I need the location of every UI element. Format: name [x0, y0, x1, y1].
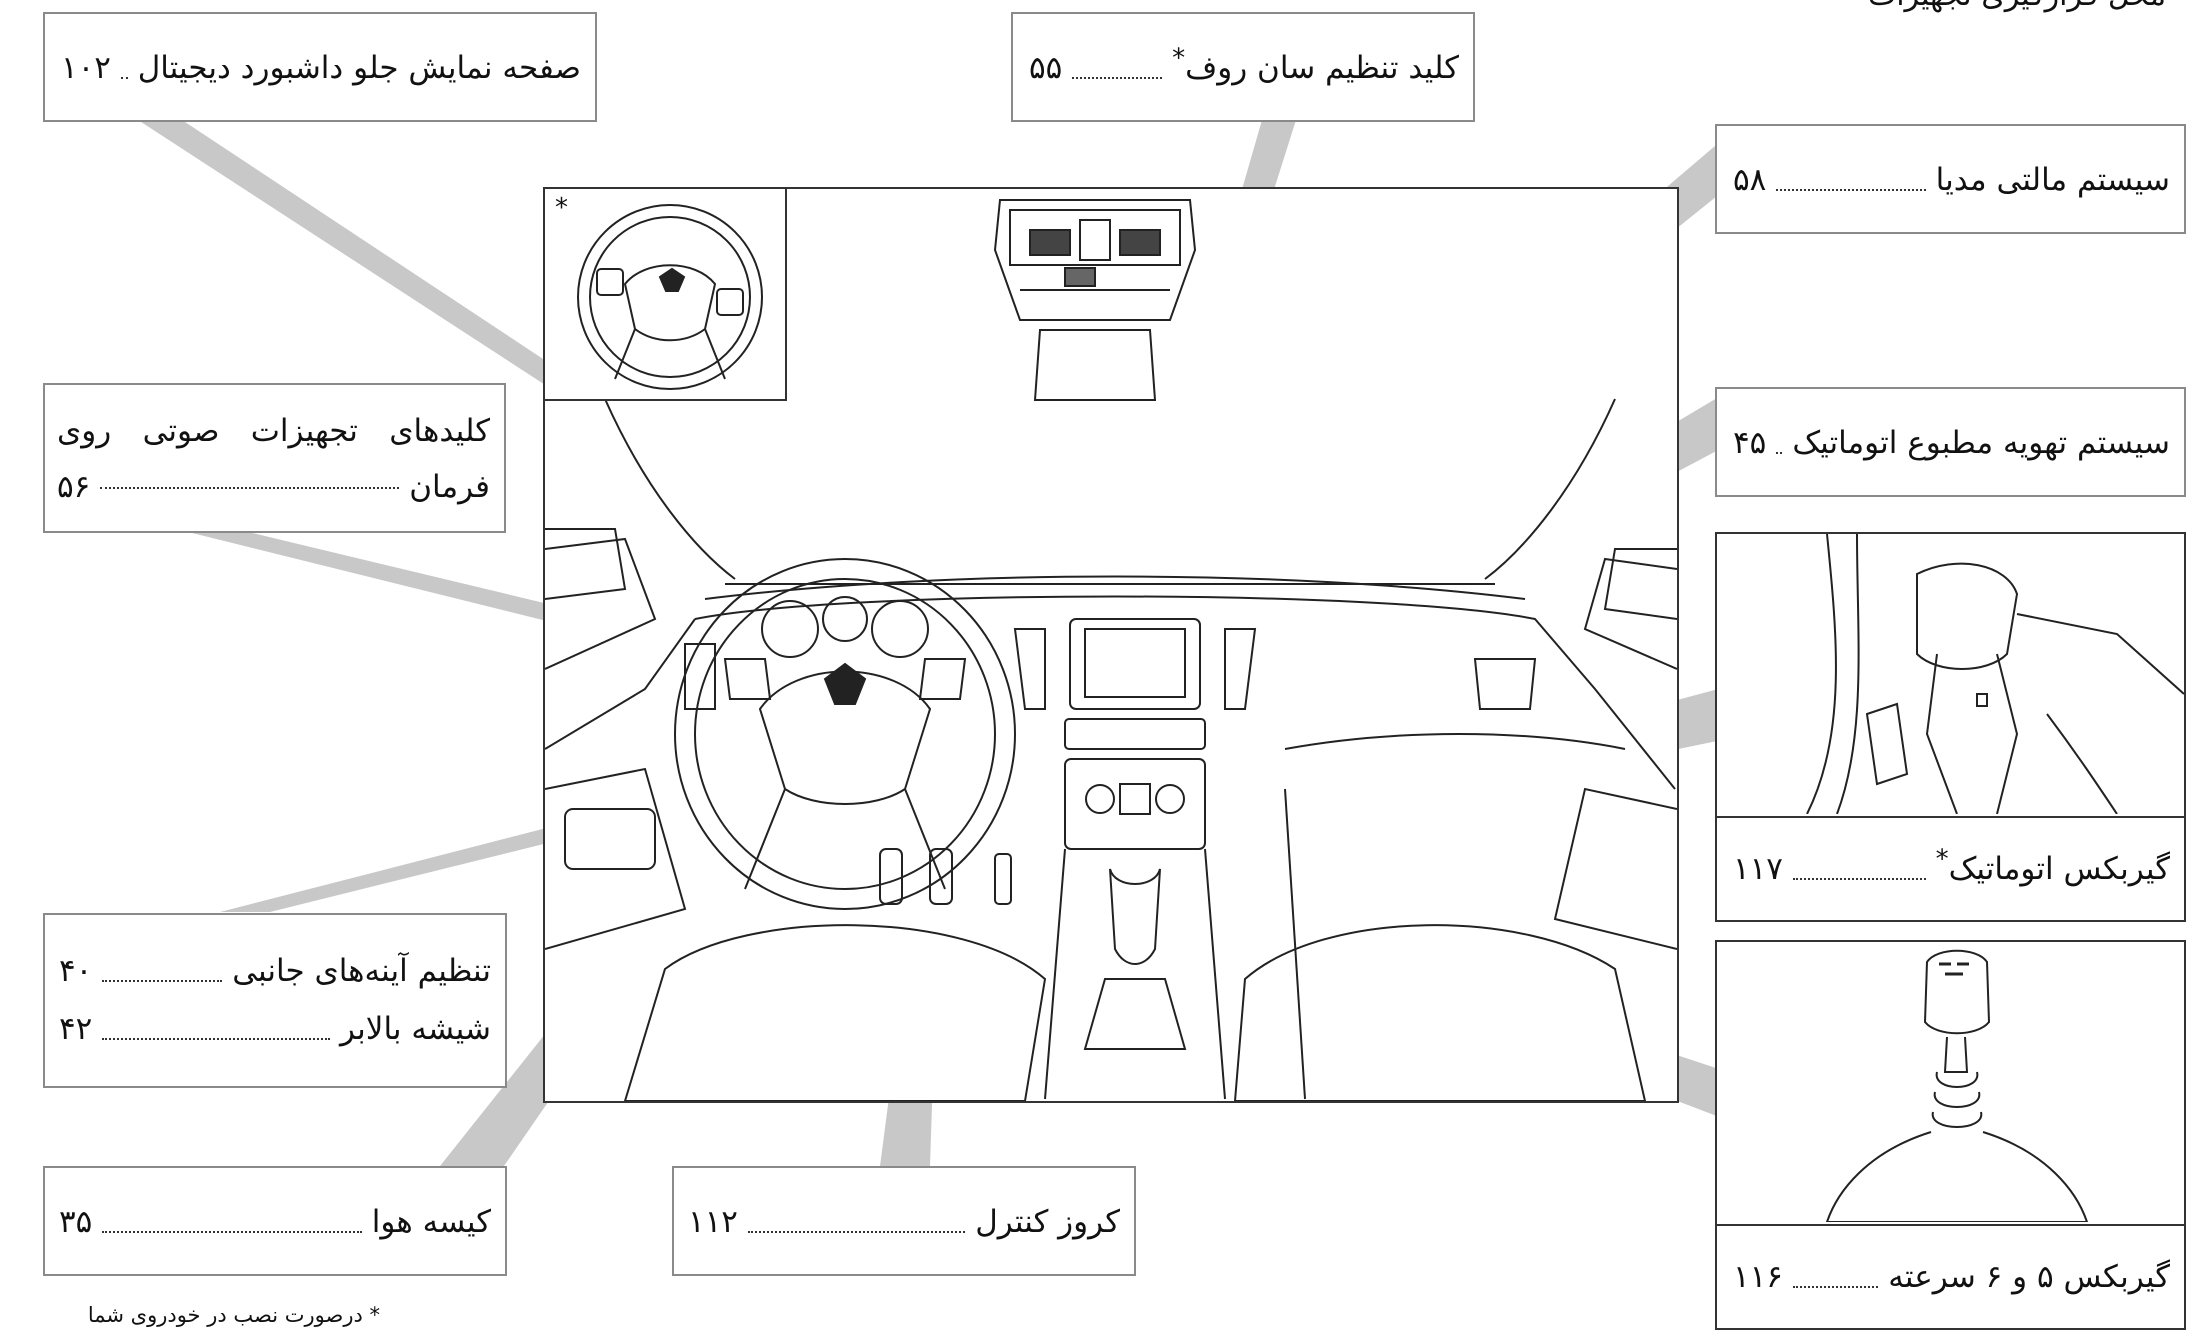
sunroof-label: کلید تنظیم سان روف	[1185, 50, 1459, 86]
dashboard-illustration: *	[543, 187, 1679, 1103]
steering-audio-word-4: روی	[57, 413, 112, 449]
footnote: * درصورت نصب در خودروی شما	[87, 1303, 380, 1327]
auto-gearbox-page: ۱۱۷	[1733, 851, 1783, 887]
steering-audio-word-1: کلیدهای	[389, 413, 490, 449]
entry-mirrors: تنظیم آینه‌های جانبی ۴۰	[59, 951, 491, 991]
multimedia-page: ۵۸	[1733, 162, 1767, 198]
steering-audio-line1: کلیدهای تجهیزات صوتی روی	[57, 403, 490, 459]
climate-label: سیستم تهویه مطبوع اتوماتیک	[1792, 425, 2170, 461]
entry-sunroof: کلید تنظیم سان روف* ۵۵	[1029, 46, 1459, 88]
entry-steering-audio: کلیدهای تجهیزات صوتی روی فرمان ۵۶	[57, 403, 490, 515]
cruise-label: کروز کنترل	[975, 1204, 1120, 1240]
auto-gearbox-star: *	[1935, 844, 1949, 875]
steering-audio-page: ۵۶	[57, 469, 91, 505]
windows-page: ۴۲	[59, 1011, 93, 1047]
mirrors-label: تنظیم آینه‌های جانبی	[232, 953, 491, 989]
multimedia-label: سیستم مالتی مدیا	[1935, 162, 2170, 198]
sunroof-star: *	[1172, 43, 1186, 74]
page-title: محل قرارگیری تجهیزات	[1868, 0, 2166, 13]
callout-multimedia: سیستم مالتی مدیا ۵۸	[1715, 124, 2186, 234]
callout-steering-audio: کلیدهای تجهیزات صوتی روی فرمان ۵۶	[43, 383, 506, 533]
sunroof-page: ۵۵	[1029, 50, 1063, 86]
auto-gearbox-label: گیربکس اتوماتیک	[1948, 851, 2170, 887]
callout-manual-gearbox: گیربکس ۵ و ۶ سرعته ۱۱۶	[1715, 940, 2186, 1330]
airbag-page: ۳۵	[59, 1204, 93, 1240]
auto-gearbox-illustration	[1717, 533, 2185, 818]
steering-audio-word-3: صوتی	[142, 413, 220, 449]
entry-airbag: کیسه هوا ۳۵	[59, 1202, 491, 1242]
leader-dots	[120, 77, 128, 79]
steering-inset: *	[545, 189, 787, 401]
leader-dots	[1792, 878, 1926, 880]
callout-mirrors-windows: تنظیم آینه‌های جانبی ۴۰ شیشه بالابر ۴۲	[43, 913, 507, 1088]
callout-auto-gearbox: گیربکس اتوماتیک* ۱۱۷	[1715, 532, 2186, 922]
leader-dots	[1072, 77, 1163, 79]
leader-dots	[747, 1231, 966, 1233]
leader-dots	[1776, 189, 1926, 191]
steering-audio-label-2: فرمان	[409, 469, 490, 505]
leader-dots	[100, 487, 400, 489]
callout-climate: سیستم تهویه مطبوع اتوماتیک ۴۵	[1715, 387, 2186, 497]
entry-climate: سیستم تهویه مطبوع اتوماتیک ۴۵	[1733, 423, 2170, 463]
entry-auto-gearbox: گیربکس اتوماتیک* ۱۱۷	[1733, 847, 2170, 889]
digital-cluster-label: صفحه نمایش جلو داشبورد دیجیتال	[137, 50, 581, 86]
climate-page: ۴۵	[1733, 425, 1767, 461]
sunroof-switch-illustration	[990, 190, 1200, 415]
dashboard-drawing	[544, 398, 1678, 1102]
callout-digital-cluster: صفحه نمایش جلو داشبورد دیجیتال ۱۰۲	[43, 12, 597, 122]
steering-audio-line2: فرمان ۵۶	[57, 459, 490, 515]
callout-airbag: کیسه هوا ۳۵	[43, 1166, 507, 1276]
digital-cluster-page: ۱۰۲	[61, 50, 111, 86]
airbag-label: کیسه هوا	[371, 1204, 491, 1240]
pointer-mirrors	[220, 806, 640, 912]
leader-dots	[1776, 452, 1783, 454]
cruise-page: ۱۱۲	[688, 1204, 738, 1240]
leader-dots	[102, 980, 223, 982]
steering-inset-drawing	[577, 204, 763, 390]
manual-gearbox-page: ۱۱۶	[1733, 1259, 1783, 1295]
entry-manual-gearbox: گیربکس ۵ و ۶ سرعته ۱۱۶	[1733, 1257, 2170, 1297]
manual-gearbox-label: گیربکس ۵ و ۶ سرعته	[1888, 1259, 2170, 1295]
inset-star: *	[555, 193, 568, 223]
windows-label: شیشه بالابر	[340, 1011, 491, 1047]
entry-multimedia: سیستم مالتی مدیا ۵۸	[1733, 160, 2170, 200]
entry-windows: شیشه بالابر ۴۲	[59, 1009, 491, 1049]
leader-dots	[102, 1038, 331, 1040]
callout-sunroof-switch: کلید تنظیم سان روف* ۵۵	[1011, 12, 1475, 122]
entry-digital-cluster: صفحه نمایش جلو داشبورد دیجیتال ۱۰۲	[61, 48, 581, 88]
steering-audio-word-2: تجهیزات	[250, 413, 358, 449]
mirrors-page: ۴۰	[59, 953, 93, 989]
leader-dots	[102, 1231, 362, 1233]
entry-cruise: کروز کنترل ۱۱۲	[688, 1202, 1120, 1242]
manual-gearbox-illustration	[1717, 942, 2184, 1226]
leader-dots	[1792, 1286, 1879, 1288]
callout-cruise-control: کروز کنترل ۱۱۲	[672, 1166, 1136, 1276]
